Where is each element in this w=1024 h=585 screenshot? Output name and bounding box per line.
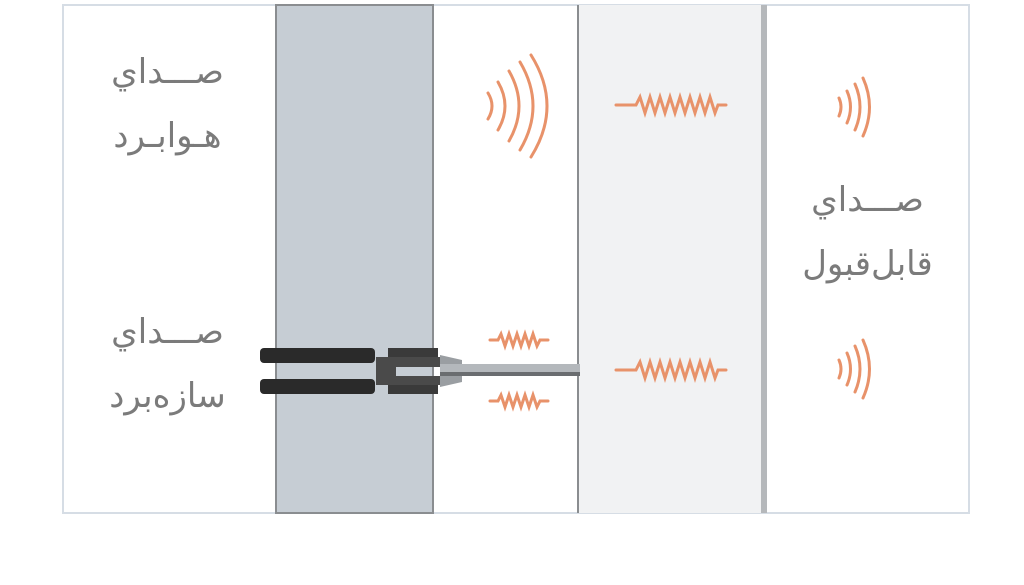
vibration-wave-icon (614, 91, 728, 119)
vibration-wave-icon (488, 329, 550, 351)
partition-wall (578, 5, 764, 513)
airborne-sound-label: صـــداي هـوابـرد (90, 40, 245, 168)
sound-wave-arc-icon (837, 76, 871, 138)
wall-anchor-bolt (260, 348, 580, 394)
airborne-label-line2: هـوابـرد (113, 116, 222, 156)
vibration-wave-icon (488, 390, 550, 412)
structure-label-line2: سازه‌برد (109, 376, 226, 416)
flanking-sound-label: صـــداي قابل‌قبول (785, 168, 950, 296)
main-wall (275, 4, 434, 514)
structure-label-line1: صـــداي (111, 312, 224, 352)
sound-wave-arc-icon (486, 53, 549, 159)
airborne-label-line1: صـــداي (111, 52, 224, 92)
flanking-label-line1: صـــداي (811, 180, 924, 220)
sound-wave-arc-icon (837, 338, 871, 400)
structure-borne-sound-label: صـــداي سازه‌برد (90, 300, 245, 428)
vibration-wave-icon (614, 356, 728, 384)
flanking-label-line2: قابل‌قبول (802, 244, 933, 284)
